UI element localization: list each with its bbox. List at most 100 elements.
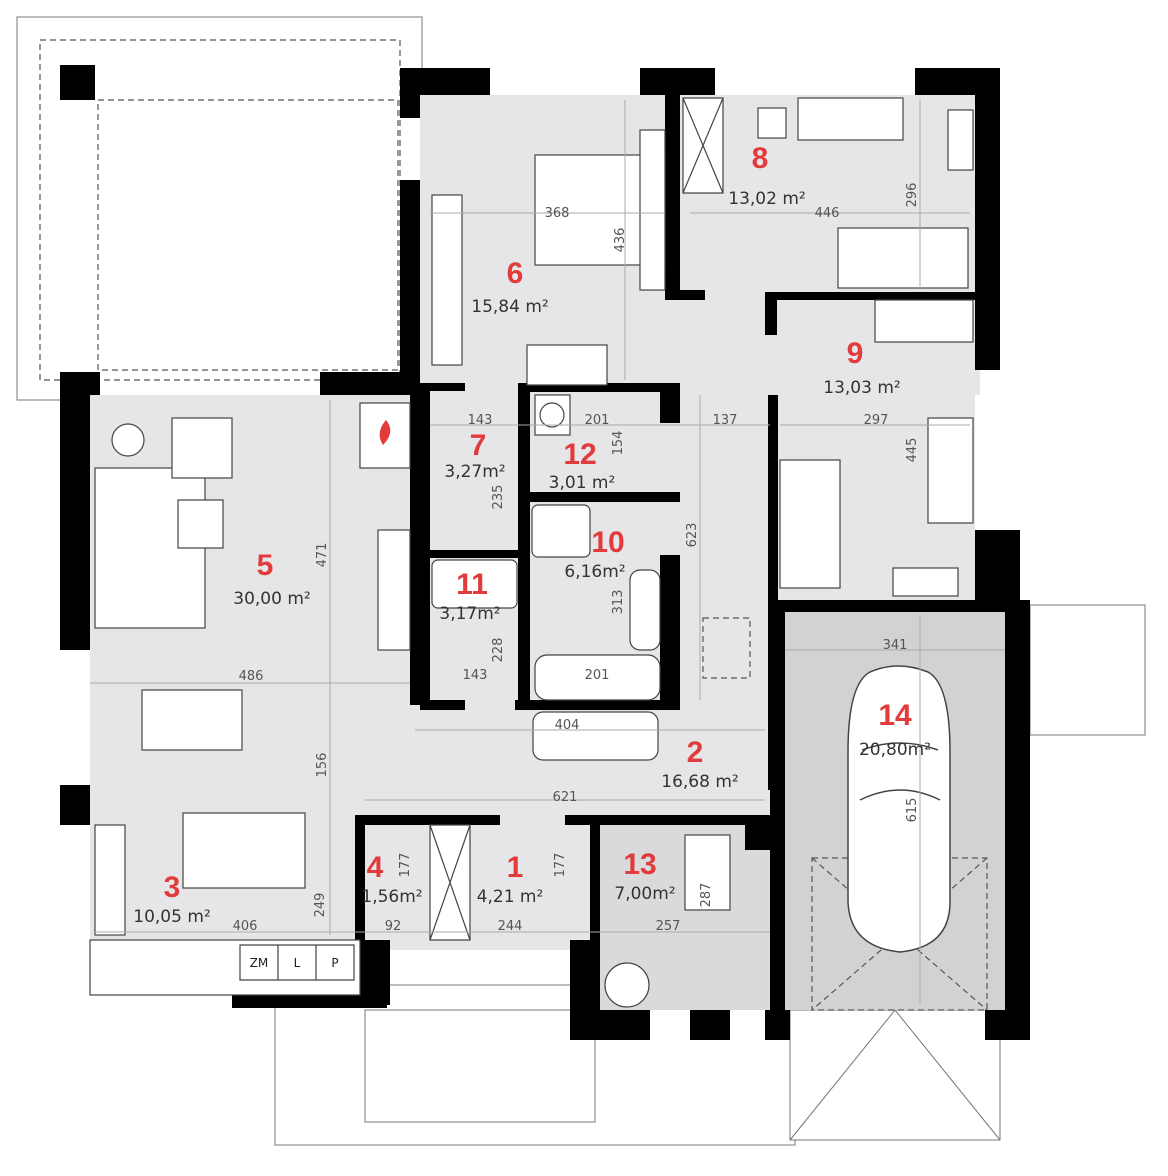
wall [690,1010,730,1040]
wall [515,700,680,710]
dim-label: 235 [491,485,506,510]
dim-label: 297 [864,413,889,428]
dim-label: 244 [498,919,523,934]
wall [1005,600,1030,1040]
wall [355,815,500,825]
room-number-9: 9 [847,337,864,370]
wall [565,815,770,825]
wall [665,95,680,300]
walls [60,65,1030,1040]
wall [640,68,715,95]
terrace-garage [789,604,1146,1141]
wall [975,530,1020,605]
room-number-3: 3 [164,871,181,904]
wall [420,700,465,710]
wall [680,290,705,300]
dim-label: 154 [611,431,626,456]
dim-label: 368 [545,206,570,221]
room-area-13: 7,00m² [614,884,675,904]
dim-label: 615 [905,798,920,823]
dim-label: 177 [553,853,568,878]
car-icon [847,665,951,953]
dim-label: 201 [585,413,610,428]
wall [518,383,680,392]
room-area-4: 1,56m² [361,887,422,907]
wall [575,1010,650,1040]
room-area-2: 16,68 m² [661,772,738,792]
dim-label: 471 [315,543,330,568]
dim-label: 404 [555,718,580,733]
wall [770,600,785,1040]
wall [60,785,90,825]
room-number-6: 6 [507,257,524,290]
room-number-1: 1 [507,851,524,884]
wall [985,1010,1030,1040]
room-number-14: 14 [878,699,912,732]
room-number-7: 7 [470,429,487,462]
wall [400,68,420,118]
wall [60,372,90,650]
dim-label: 92 [385,919,402,934]
room-number-11: 11 [456,568,488,601]
dim-label: 156 [315,753,330,778]
dimension-lines [90,100,1005,1005]
room-area-3: 10,05 m² [133,907,210,927]
wall [425,550,520,558]
wall [518,383,530,703]
dim-label: 296 [905,183,920,208]
room-area-5: 30,00 m² [233,589,310,609]
wall [400,180,420,395]
wall [765,1010,790,1040]
room-area-9: 13,03 m² [823,378,900,398]
wall [360,940,390,1005]
fridge-label: L [294,956,301,970]
wall [975,68,1000,370]
washing-machine-label: ZM [250,956,269,970]
dim-label: 143 [468,413,493,428]
wall [660,555,680,705]
wall [660,383,680,423]
room-number-2: 2 [687,736,704,769]
wall [765,292,1000,300]
dim-label: 313 [611,590,626,615]
appliance-labels: ZM L P [239,944,355,981]
dim-label: 249 [313,893,328,918]
room-area-1: 4,21 m² [477,887,544,907]
dim-label: 621 [553,790,578,805]
room-area-11: 3,17m² [439,604,500,624]
dim-label: 406 [233,919,258,934]
dryer-label: P [331,956,338,970]
room-number-10: 10 [591,526,624,559]
wall [410,385,430,705]
dim-label: 201 [585,668,610,683]
wall [768,395,778,790]
room-area-12: 3,01 m² [549,473,616,493]
dim-label: 445 [905,438,920,463]
wall [780,600,1030,612]
room-number-12: 12 [563,438,596,471]
room-area-7: 3,27m² [444,462,505,482]
wall [420,383,465,391]
wall [520,492,680,502]
room-number-4: 4 [367,851,384,884]
dim-label: 177 [398,853,413,878]
dim-label: 623 [685,523,700,548]
wall [765,295,777,335]
room-number-13: 13 [623,848,656,881]
room-area-10: 6,16m² [564,562,625,582]
dim-label: 228 [491,638,506,663]
wall [355,815,365,940]
room-area-14: 20,80m² [859,740,931,760]
dim-label: 436 [613,228,628,253]
dim-label: 257 [656,919,681,934]
dim-label: 143 [463,668,488,683]
dim-label: 446 [815,206,840,221]
wall [60,65,95,100]
dim-label: 287 [699,883,714,908]
room-area-6: 15,84 m² [471,297,548,317]
dim-label: 137 [713,413,738,428]
wall [745,825,770,850]
